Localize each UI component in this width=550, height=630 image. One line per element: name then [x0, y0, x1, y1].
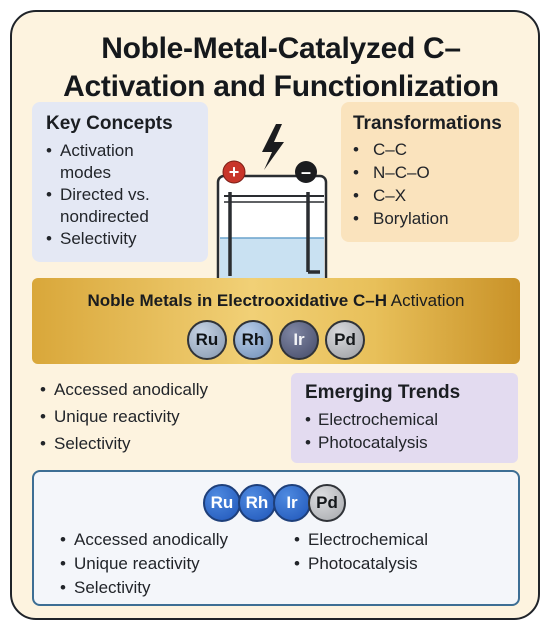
key-concepts-list: Activation modes Directed vs. nondirecte… — [46, 140, 194, 250]
summary-left-list: Accessed anodically Unique reactivity Se… — [60, 528, 228, 600]
list-item: Borylation — [353, 207, 507, 230]
list-item: Selectivity — [46, 228, 194, 250]
transformations-box: Transformations C–C N–C–O C–X Borylation — [341, 102, 519, 242]
summary-right-list: Electrochemical Photocatalysis — [294, 528, 428, 576]
list-item: Electrochemical — [305, 408, 504, 431]
metal-pd-badge: Pd — [308, 484, 346, 522]
summary-metal-row: Ru Rh Ir Pd — [34, 484, 518, 522]
title-line-2: Activation and Functionlization — [63, 70, 499, 103]
band-title-regular: Activation — [386, 291, 465, 310]
list-item: Unique reactivity — [40, 403, 208, 430]
metal-rh-badge: Rh — [233, 320, 273, 360]
metal-rh-badge: Rh — [238, 484, 276, 522]
list-item: nondirected — [60, 207, 149, 226]
list-item: Selectivity — [60, 576, 228, 600]
emerging-trends-heading: Emerging Trends — [305, 382, 461, 403]
list-item: C–X — [353, 184, 507, 207]
page-title: Noble-Metal-Catalyzed C– Activation and … — [34, 30, 528, 106]
title-line-1: Noble-Metal-Catalyzed C– — [101, 32, 461, 65]
transformations-heading: Transformations — [353, 113, 502, 134]
metal-pd-badge: Pd — [325, 320, 365, 360]
key-concepts-box: Key Concepts Activation modes Directed v… — [32, 102, 208, 262]
emerging-trends-list: Electrochemical Photocatalysis — [305, 408, 504, 454]
emerging-trends-box: Emerging Trends Electrochemical Photocat… — [291, 373, 518, 463]
electrochemical-cell: + – — [210, 120, 340, 290]
key-concepts-heading: Key Concepts — [46, 113, 173, 134]
anode-terminal — [222, 160, 246, 184]
band-title: Noble Metals in Electrooxidative C–H Act… — [32, 290, 520, 312]
list-item: Electrochemical — [294, 528, 428, 552]
band-title-bold: Noble Metals in Electrooxidative C–H — [87, 291, 387, 310]
transformations-list: C–C N–C–O C–X Borylation — [353, 138, 507, 230]
list-item: Accessed anodically — [40, 376, 208, 403]
cathode-terminal — [295, 161, 317, 183]
features-list: Accessed anodically Unique reactivity Se… — [40, 376, 208, 457]
list-item: Directed vs. — [46, 184, 194, 206]
list-item: Photocatalysis — [305, 431, 504, 454]
electrochemical-cell-drawing: + – — [216, 124, 328, 290]
list-item: Activation — [46, 140, 194, 162]
anode-symbol: + — [229, 162, 240, 182]
list-item: Accessed anodically — [60, 528, 228, 552]
metal-ir-badge: Ir — [279, 320, 319, 360]
cathode-symbol: – — [301, 162, 311, 182]
metal-ru-badge: Ru — [187, 320, 227, 360]
metal-ru-badge: Ru — [203, 484, 241, 522]
lightning-bolt-icon — [262, 124, 284, 170]
list-item: Unique reactivity — [60, 552, 228, 576]
noble-metals-band: Noble Metals in Electrooxidative C–H Act… — [32, 278, 520, 364]
list-item: Selectivity — [40, 430, 208, 457]
list-item: N–C–O — [353, 161, 507, 184]
band-metal-row: Ru Rh Ir Pd — [32, 320, 520, 360]
list-item: C–C — [353, 138, 507, 161]
metal-ir-badge: Ir — [273, 484, 311, 522]
list-item: modes — [60, 163, 112, 182]
summary-panel: Ru Rh Ir Pd Accessed anodically Unique r… — [32, 470, 520, 606]
list-item: Photocatalysis — [294, 552, 428, 576]
